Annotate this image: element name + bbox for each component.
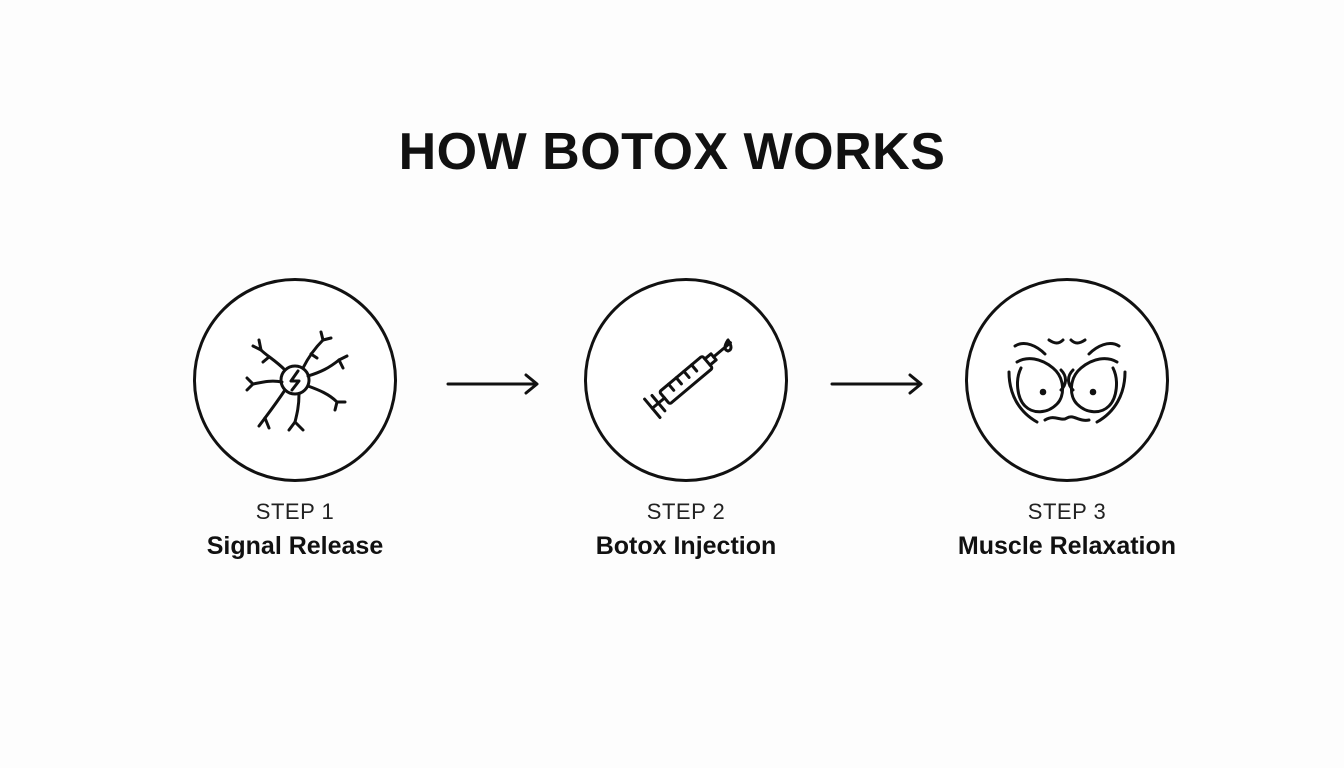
step-2-label: STEP 2: [646, 499, 726, 524]
step-1-circle: [193, 278, 397, 482]
step-3-circle: [965, 278, 1169, 482]
neuron-icon: [245, 330, 349, 432]
step-2: STEP 2 Botox Injection: [536, 278, 836, 562]
step-1-label: STEP 1: [255, 499, 335, 524]
step-3-label: STEP 3: [1027, 499, 1107, 524]
step-3: STEP 3 Muscle Relaxation: [917, 278, 1217, 562]
step-1-name: Signal Release: [206, 532, 384, 560]
step-2-circle: [584, 278, 788, 482]
arrow-right-icon: [830, 373, 923, 395]
syringe-icon: [643, 338, 733, 419]
step-1: STEP 1 Signal Release: [145, 278, 445, 562]
arrow-right-icon: [446, 373, 539, 395]
diagram-title: HOW BOTOX WORKS: [398, 123, 946, 181]
step-3-name: Muscle Relaxation: [957, 532, 1177, 560]
step-2-name: Botox Injection: [595, 532, 777, 560]
relaxed-muscle-icon: [1007, 338, 1127, 424]
